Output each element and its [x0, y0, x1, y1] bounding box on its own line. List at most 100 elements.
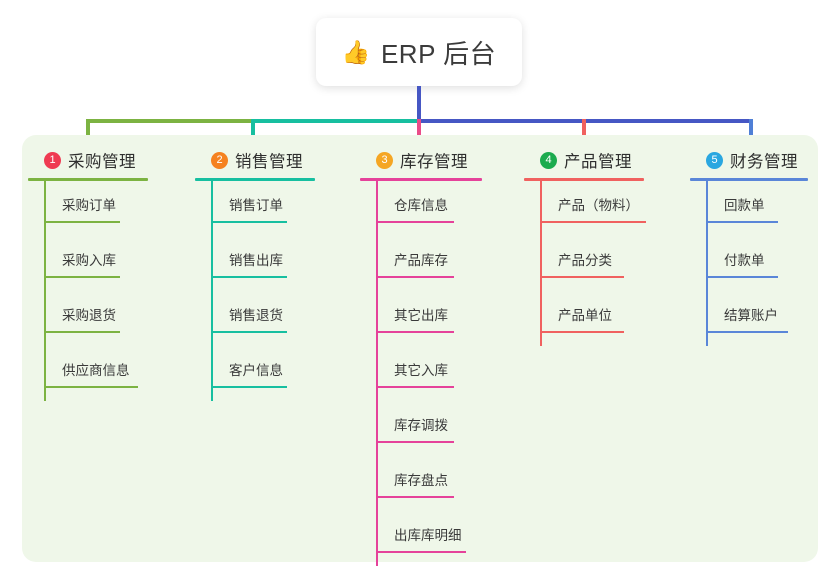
- column-index-badge: 2: [211, 151, 228, 169]
- tree-item-rule: [376, 221, 454, 223]
- tree-item-rule: [376, 386, 454, 388]
- tree-item[interactable]: 库存盘点: [360, 456, 482, 511]
- tree-item-rule: [540, 221, 646, 223]
- tree-item[interactable]: 产品分类: [524, 236, 644, 291]
- diagram-panel: [22, 135, 818, 562]
- tree-item-rule: [211, 386, 287, 388]
- tree-item-rule: [540, 331, 624, 333]
- tree-item-rule: [44, 331, 120, 333]
- tree-item-label: 采购退货: [62, 308, 116, 323]
- tree-item[interactable]: 采购入库: [28, 236, 148, 291]
- column-index-badge: 5: [706, 151, 723, 169]
- column-header-3[interactable]: 3 库存管理: [360, 147, 482, 173]
- column-header-5[interactable]: 5 财务管理: [690, 147, 808, 173]
- column-items: 仓库信息产品库存其它出库其它入库库存调拨库存盘点出库库明细: [360, 181, 482, 566]
- tree-item[interactable]: 供应商信息: [28, 346, 148, 401]
- column-index-badge: 3: [376, 151, 393, 169]
- column-items: 销售订单销售出库销售退货客户信息: [195, 181, 315, 401]
- root-node-label: ERP 后台: [380, 38, 497, 69]
- column-underline: [28, 178, 148, 181]
- column-underline: [195, 178, 315, 181]
- tree-item-rule: [44, 221, 120, 223]
- tree-item[interactable]: 销售退货: [195, 291, 315, 346]
- tree-item-label: 其它入库: [394, 363, 448, 378]
- column-title: 财务管理: [730, 153, 798, 171]
- tree-item-label: 销售出库: [229, 253, 283, 268]
- tree-item[interactable]: 销售订单: [195, 181, 315, 236]
- tree-item-label: 付款单: [724, 253, 765, 268]
- tree-item[interactable]: 付款单: [690, 236, 808, 291]
- tree-item-label: 其它出库: [394, 308, 448, 323]
- tree-item-label: 仓库信息: [394, 198, 448, 213]
- tree-item-label: 结算账户: [724, 308, 778, 323]
- tree-item-label: 销售订单: [229, 198, 283, 213]
- tree-item-label: 采购入库: [62, 253, 116, 268]
- tree-item-rule: [376, 441, 454, 443]
- tree-item[interactable]: 库存调拨: [360, 401, 482, 456]
- column-spine: [376, 181, 378, 566]
- tree-item-label: 销售退货: [229, 308, 283, 323]
- column-title: 采购管理: [68, 153, 136, 171]
- column-underline: [360, 178, 482, 181]
- tree-item-rule: [706, 276, 778, 278]
- tree-item[interactable]: 产品单位: [524, 291, 644, 346]
- tree-item-rule: [376, 496, 454, 498]
- root-node-card[interactable]: 👍 ERP 后台: [316, 18, 522, 86]
- column-title: 销售管理: [235, 153, 303, 171]
- tree-item[interactable]: 客户信息: [195, 346, 315, 401]
- tree-item[interactable]: 其它出库: [360, 291, 482, 346]
- column-items: 采购订单采购入库采购退货供应商信息: [28, 181, 148, 401]
- tree-item[interactable]: 采购退货: [28, 291, 148, 346]
- column-title: 库存管理: [400, 153, 468, 171]
- column-underline: [690, 178, 808, 181]
- tree-item-rule: [211, 221, 287, 223]
- tree-item-label: 产品分类: [558, 253, 612, 268]
- column-1: 1 采购管理采购订单采购入库采购退货供应商信息: [28, 147, 148, 401]
- tree-item-rule: [211, 276, 287, 278]
- tree-item[interactable]: 回款单: [690, 181, 808, 236]
- tree-item-rule: [706, 221, 778, 223]
- tree-item[interactable]: 结算账户: [690, 291, 808, 346]
- tree-item[interactable]: 采购订单: [28, 181, 148, 236]
- column-header-1[interactable]: 1 采购管理: [28, 147, 148, 173]
- column-index-badge: 1: [44, 151, 61, 169]
- tree-item-rule: [376, 331, 454, 333]
- column-spine: [211, 181, 213, 401]
- root-node-title: 👍 ERP 后台: [342, 34, 496, 71]
- column-2: 2 销售管理销售订单销售出库销售退货客户信息: [195, 147, 315, 401]
- tree-item-label: 客户信息: [229, 363, 283, 378]
- tree-item[interactable]: 产品库存: [360, 236, 482, 291]
- column-header-2[interactable]: 2 销售管理: [195, 147, 315, 173]
- columns-layer: 1 采购管理采购订单采购入库采购退货供应商信息 2 销售管理销售订单销售出库销售退货客…: [22, 135, 818, 566]
- tree-item[interactable]: 其它入库: [360, 346, 482, 401]
- column-spine: [540, 181, 542, 346]
- tree-item[interactable]: 产品（物料）: [524, 181, 646, 236]
- column-index-badge: 4: [540, 151, 557, 169]
- column-3: 3 库存管理仓库信息产品库存其它出库其它入库库存调拨库存盘点出库库明细: [360, 147, 482, 566]
- column-items: 产品（物料） 产品分类产品单位: [524, 181, 646, 346]
- tree-item-rule: [376, 551, 466, 553]
- tree-item-label: 回款单: [724, 198, 765, 213]
- tree-item[interactable]: 销售出库: [195, 236, 315, 291]
- thumbs-up-icon: 👍: [341, 38, 371, 65]
- tree-item-label: 供应商信息: [62, 363, 130, 378]
- column-5: 5 财务管理回款单付款单结算账户: [690, 147, 808, 346]
- tree-item-rule: [44, 276, 120, 278]
- tree-item-label: 出库库明细: [394, 528, 462, 543]
- column-underline: [524, 178, 644, 181]
- column-items: 回款单付款单结算账户: [690, 181, 808, 346]
- tree-item-label: 库存调拨: [394, 418, 448, 433]
- column-spine: [44, 181, 46, 401]
- tree-item-label: 产品单位: [558, 308, 612, 323]
- tree-item[interactable]: 仓库信息: [360, 181, 482, 236]
- tree-item-label: 采购订单: [62, 198, 116, 213]
- tree-item-rule: [706, 331, 788, 333]
- tree-item-label: 库存盘点: [394, 473, 448, 488]
- tree-item-rule: [540, 276, 624, 278]
- tree-item-label: 产品（物料）: [558, 198, 639, 213]
- column-spine: [706, 181, 708, 346]
- tree-item-rule: [376, 276, 454, 278]
- tree-item[interactable]: 出库库明细: [360, 511, 482, 566]
